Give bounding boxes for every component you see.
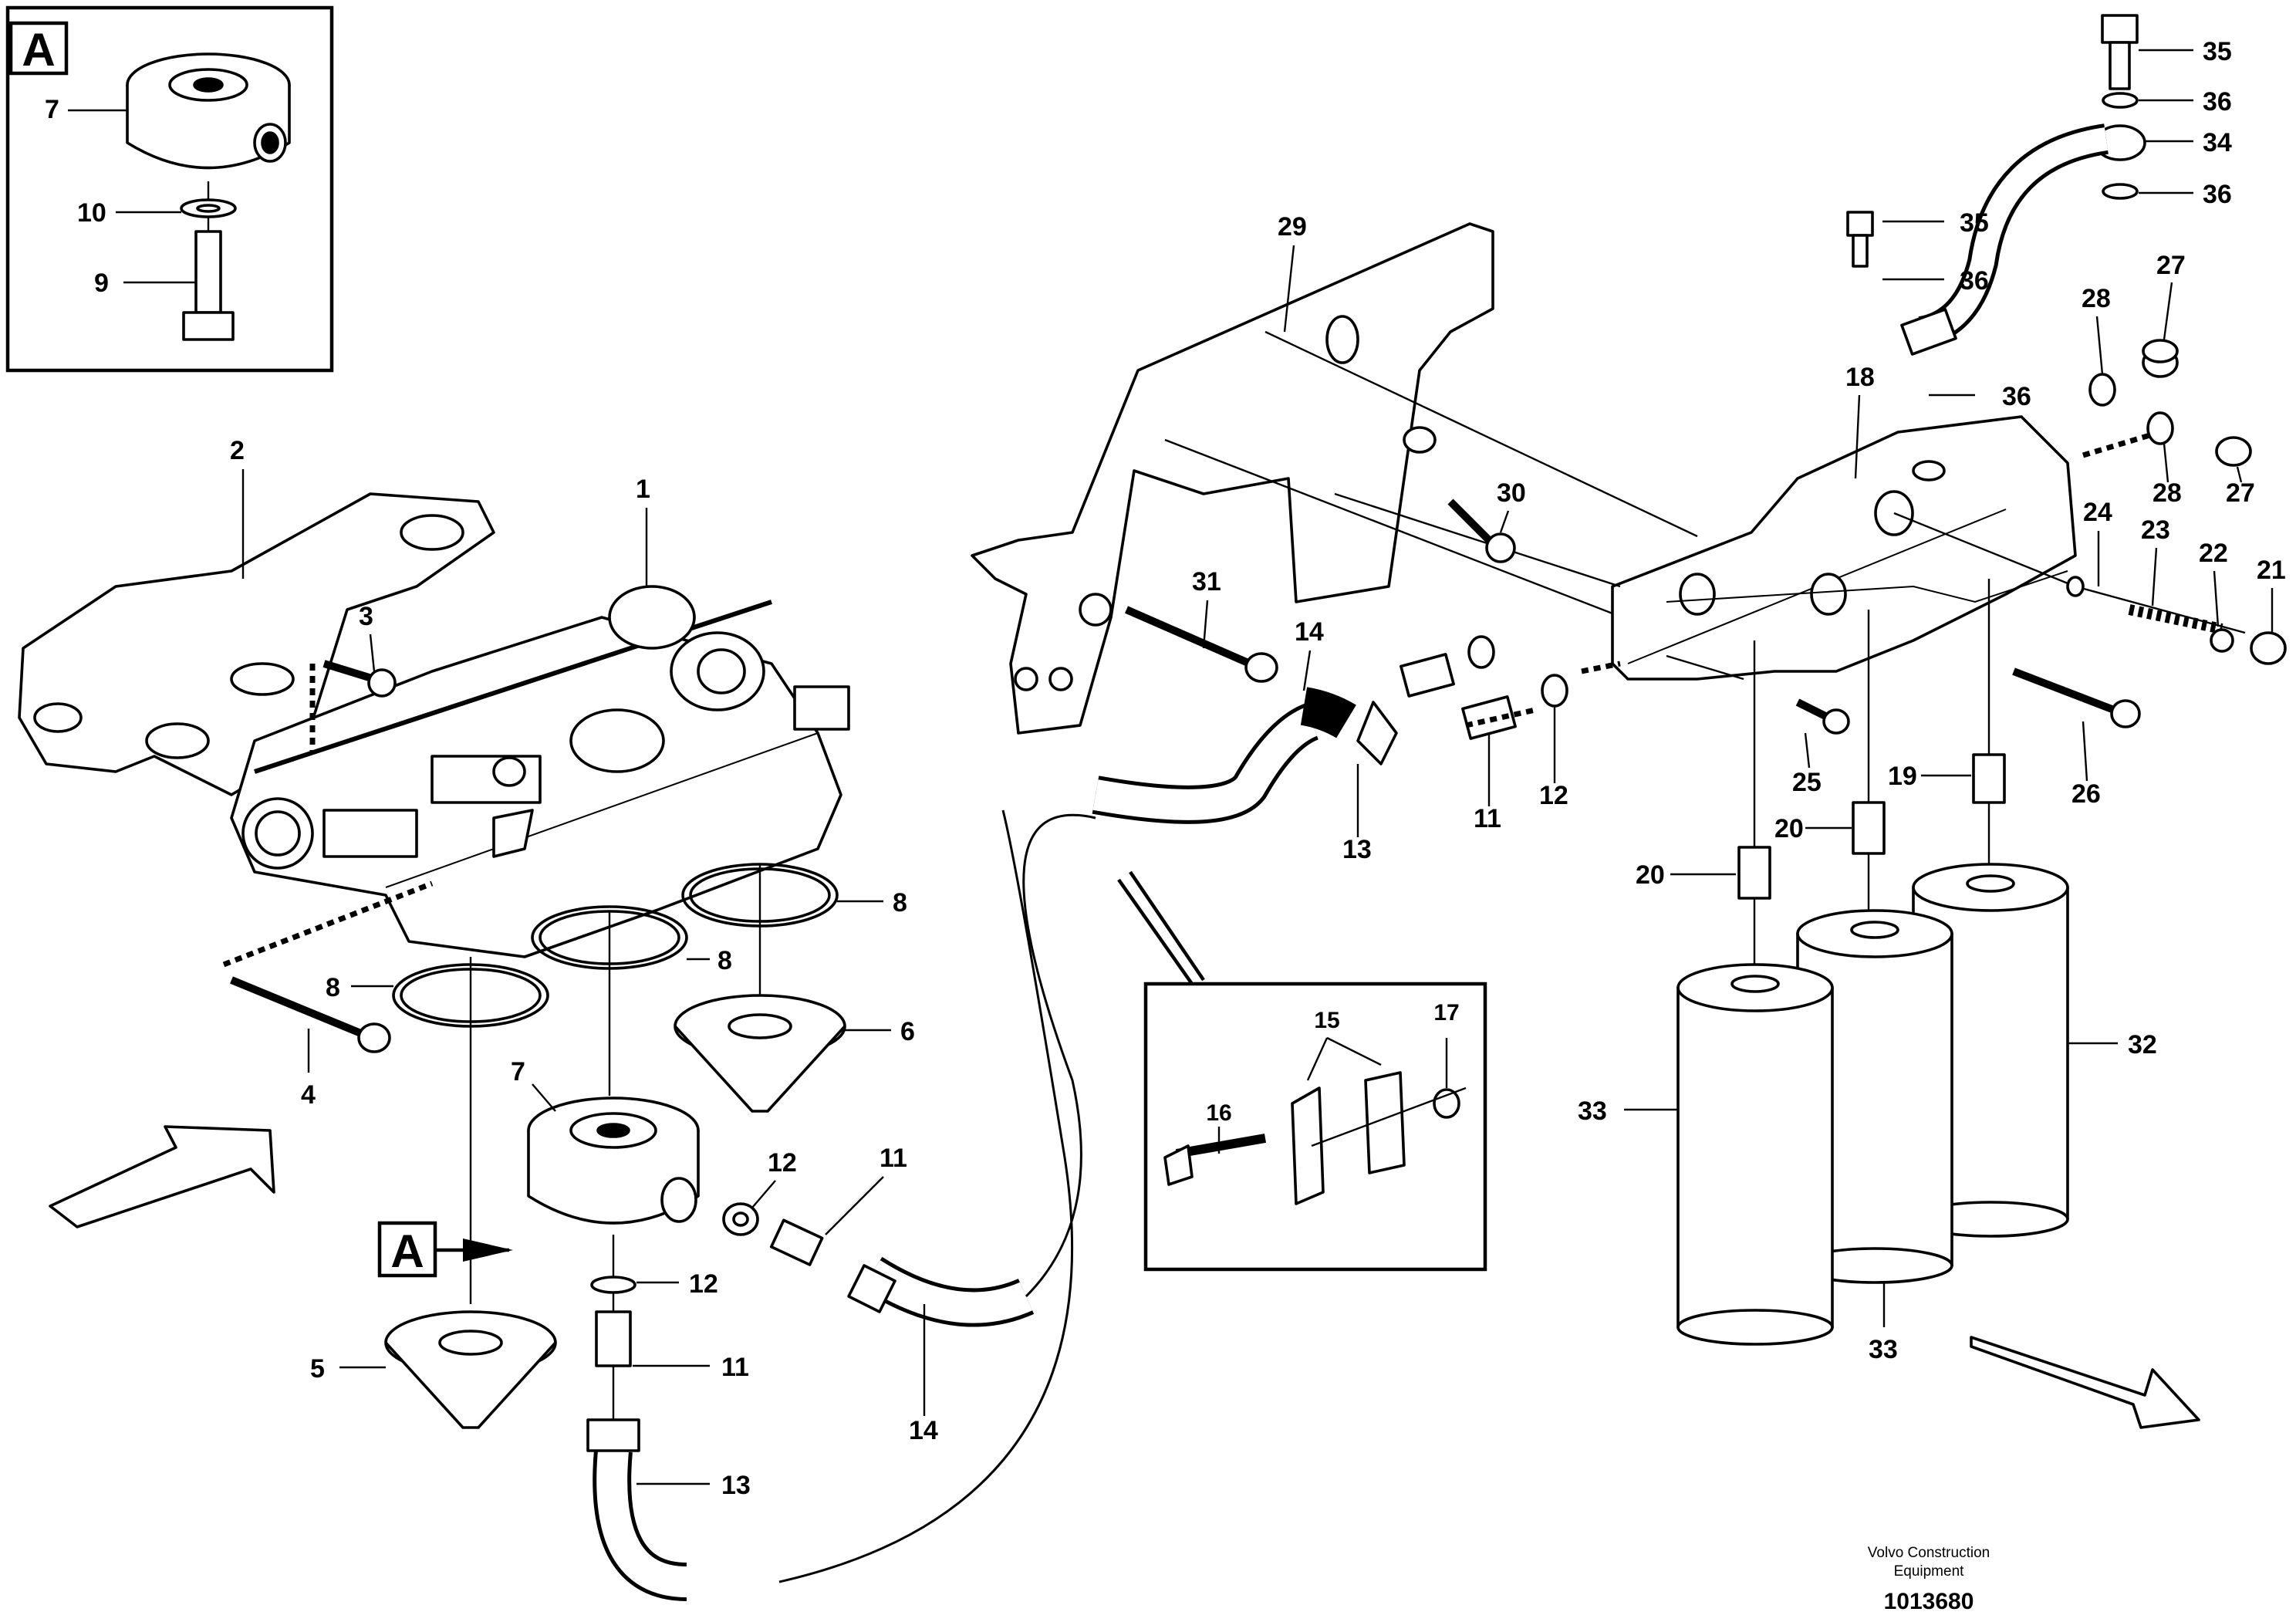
label-11-low: 11 xyxy=(721,1353,749,1382)
filter-head-18 xyxy=(1611,415,2077,681)
label-1: 1 xyxy=(636,475,650,504)
label-3: 3 xyxy=(359,602,373,631)
label-7-main: 7 xyxy=(511,1057,525,1086)
bracket-29 xyxy=(971,222,1494,735)
publisher-line1: Volvo Construction xyxy=(1868,1545,1990,1561)
cone-5 xyxy=(384,1310,557,1429)
label-25: 25 xyxy=(1792,768,1822,797)
label-6: 6 xyxy=(900,1017,915,1046)
drawing-number: 1013680 xyxy=(1884,1589,1974,1614)
part-7 xyxy=(527,1097,700,1225)
label-35-mid: 35 xyxy=(1960,208,1989,238)
left-filter-housing xyxy=(18,492,850,958)
publisher-line2: Equipment xyxy=(1894,1563,1965,1580)
flow-arrow-in xyxy=(49,1125,275,1228)
label-23: 23 xyxy=(2141,515,2170,545)
callout-a: A xyxy=(377,1221,513,1278)
label-28-top: 28 xyxy=(2082,284,2111,313)
label-19: 19 xyxy=(1888,762,1917,791)
label-35-top: 35 xyxy=(2203,37,2232,66)
label-20-b: 20 xyxy=(1636,860,1665,890)
label-27-b: 27 xyxy=(2226,478,2255,508)
label-17: 17 xyxy=(1433,1000,1459,1026)
label-11-top: 11 xyxy=(1474,804,1501,833)
label-14-low: 14 xyxy=(909,1416,938,1445)
label-36-d: 36 xyxy=(2002,382,2031,411)
label-12-low: 12 xyxy=(689,1269,718,1299)
inset-a: A 7 10 9 xyxy=(5,5,334,373)
inset-a-letter-box xyxy=(8,21,69,76)
label-26: 26 xyxy=(2071,779,2101,809)
label-33-left: 33 xyxy=(1578,1097,1607,1126)
label-21: 21 xyxy=(2257,556,2286,585)
label-29: 29 xyxy=(1278,212,1307,242)
hoses xyxy=(586,687,1398,1601)
label-4: 4 xyxy=(301,1080,316,1110)
label-9: 9 xyxy=(94,269,109,298)
label-27-top: 27 xyxy=(2156,251,2186,280)
label-32: 32 xyxy=(2128,1030,2157,1059)
label-24: 24 xyxy=(2083,498,2112,527)
label-31: 31 xyxy=(1192,567,1221,596)
inset-a-letter: A xyxy=(22,24,55,76)
label-8-right: 8 xyxy=(893,888,907,917)
callout-a-letter: A xyxy=(390,1225,424,1277)
label-36-top: 36 xyxy=(2203,87,2232,117)
label-20-a: 20 xyxy=(1774,814,1804,843)
label-14-top: 14 xyxy=(1295,617,1324,647)
flow-arrow-out xyxy=(1970,1336,2200,1429)
label-16: 16 xyxy=(1206,1100,1231,1126)
label-36-c: 36 xyxy=(1960,266,1989,296)
label-13-low: 13 xyxy=(721,1471,751,1500)
label-13-top: 13 xyxy=(1342,835,1372,864)
label-15: 15 xyxy=(1314,1008,1339,1033)
label-36-b: 36 xyxy=(2203,180,2232,209)
label-8-mid: 8 xyxy=(718,946,732,975)
cone-6 xyxy=(674,994,846,1113)
label-8-left: 8 xyxy=(326,973,340,1002)
footer: Volvo Construction Equipment 1013680 xyxy=(1868,1545,1990,1614)
label-10: 10 xyxy=(77,198,106,228)
label-28-b: 28 xyxy=(2152,478,2182,508)
filter-33-left xyxy=(1676,963,1834,1346)
label-18: 18 xyxy=(1845,363,1875,392)
bolt-3 xyxy=(322,660,397,698)
label-5: 5 xyxy=(310,1354,325,1384)
label-34: 34 xyxy=(2203,128,2232,157)
bolt-4 xyxy=(230,976,391,1053)
detail-box: 15 17 16 xyxy=(1117,870,1487,1272)
label-7-inset: 7 xyxy=(45,95,59,124)
label-2: 2 xyxy=(230,436,245,465)
label-11-mid: 11 xyxy=(880,1144,907,1173)
label-22: 22 xyxy=(2199,539,2228,568)
label-30: 30 xyxy=(1497,478,1526,508)
label-12-mid: 12 xyxy=(768,1148,797,1178)
labels: 35 36 34 36 35 36 36 29 27 28 18 28 27 2… xyxy=(230,37,2286,1500)
label-33-bottom: 33 xyxy=(1869,1335,1898,1364)
banjo-34 xyxy=(1846,14,2146,356)
label-12-top: 12 xyxy=(1539,781,1568,810)
